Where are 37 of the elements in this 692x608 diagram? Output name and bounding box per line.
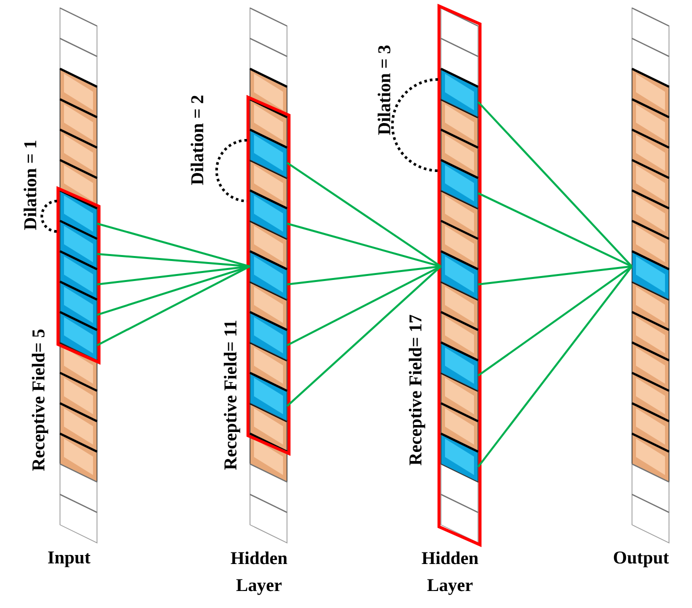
connection-line bbox=[286, 266, 442, 407]
rotated-label: Receptive Field= 11 bbox=[224, 320, 240, 470]
highlighted-cell bbox=[250, 128, 288, 179]
rotated-label: Dilation = 2 bbox=[190, 96, 204, 185]
connection-line bbox=[477, 266, 633, 468]
connection-line bbox=[286, 162, 442, 268]
connection-line bbox=[478, 192, 632, 268]
rotated-label: Receptive Field= 17 bbox=[408, 314, 426, 466]
highlighted-cell bbox=[632, 250, 670, 300]
highlighted-cell bbox=[60, 311, 98, 362]
layer-label: Output bbox=[614, 552, 669, 568]
highlighted-cell bbox=[440, 250, 478, 300]
highlighted-cell bbox=[440, 68, 478, 118]
layer-label: Input bbox=[48, 552, 90, 568]
highlighted-cell bbox=[440, 159, 478, 210]
highlighted-cell bbox=[440, 432, 478, 483]
connection-line bbox=[97, 265, 250, 286]
connection-line bbox=[96, 266, 250, 346]
connection-line bbox=[96, 222, 250, 268]
highlighted-cell bbox=[250, 250, 288, 300]
connection-line bbox=[478, 266, 632, 376]
layer-label: Hidden Layer bbox=[422, 552, 478, 595]
connection-line bbox=[287, 265, 441, 286]
layer-label: Hidden Layer bbox=[230, 552, 288, 595]
highlighted-cell bbox=[250, 189, 288, 240]
connection-line bbox=[286, 222, 442, 268]
rotated-label: Dilation = 3 bbox=[378, 45, 390, 135]
connection-line bbox=[477, 101, 633, 268]
connection-line bbox=[478, 265, 632, 286]
rotated-label: Dilation = 1 bbox=[24, 140, 36, 230]
connection-line bbox=[96, 265, 250, 316]
connection-line bbox=[97, 253, 250, 268]
highlighted-cell bbox=[440, 341, 478, 392]
rotated-label: Receptive Field= 5 bbox=[32, 330, 48, 471]
connection-line bbox=[286, 266, 442, 346]
highlighted-cell bbox=[250, 372, 288, 422]
highlighted-cell bbox=[250, 311, 288, 362]
